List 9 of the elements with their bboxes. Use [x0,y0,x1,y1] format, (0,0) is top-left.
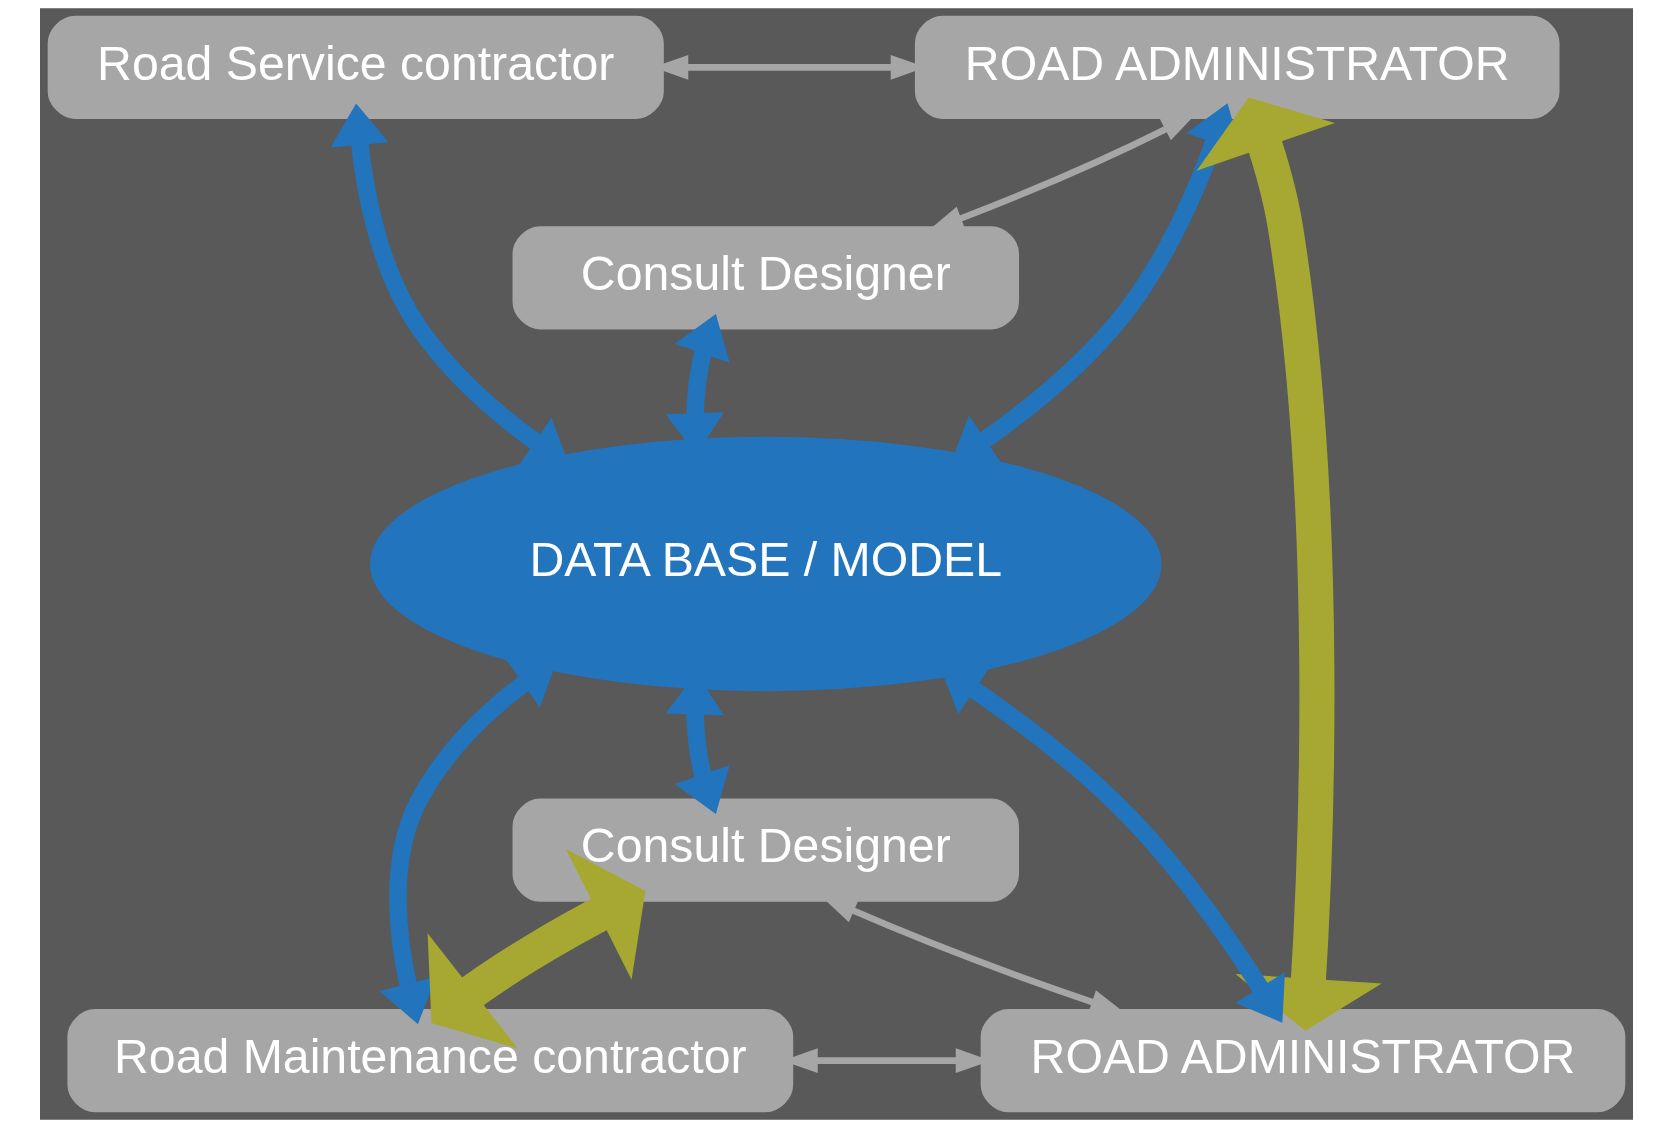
node-box: Consult Designer [512,226,1020,330]
node-box: Road Service contractor [47,15,664,119]
node-box: ROAD ADMINISTRATOR [980,1009,1626,1113]
node-ellipse: DATA BASE / MODEL [370,436,1162,692]
node-box: ROAD ADMINISTRATOR [914,15,1560,119]
node-box: Road Maintenance contractor [67,1009,794,1113]
arrow [427,849,646,1049]
node-box: Consult Designer [512,798,1020,902]
arrow [1196,97,1382,1031]
